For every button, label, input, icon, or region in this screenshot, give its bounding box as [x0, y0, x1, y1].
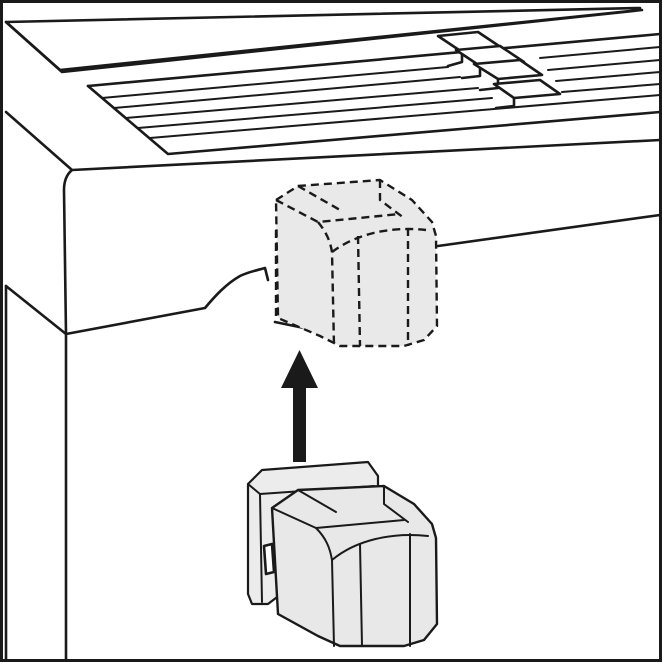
ghost-top-front-edge [275, 198, 401, 224]
bracket-plate-inner-edge [259, 493, 263, 603]
lid-rear-bevel [4, 8, 644, 74]
ghost-front-crease-1 [356, 235, 362, 347]
slat-1a [101, 66, 449, 99]
front-panel-seam [4, 266, 270, 336]
slat-4a [137, 97, 493, 129]
vent-frame-top [86, 32, 662, 88]
slat-2a [113, 76, 461, 109]
ghost-top-rib [378, 180, 405, 219]
front-panel-right-seam [436, 213, 662, 248]
slat-4b [561, 83, 661, 93]
vent-slats [86, 30, 662, 156]
arrow-head [281, 350, 318, 388]
slat-knob-3 [472, 58, 544, 81]
slat-5 [149, 94, 661, 139]
up-arrow-icon [281, 350, 318, 462]
slat-3a [125, 87, 479, 119]
appliance-top-corner [4, 6, 662, 662]
block-front-crease-1 [359, 543, 363, 647]
lid-back-edge [4, 6, 642, 72]
ghost-outline [274, 178, 439, 348]
block-front-top-curve [331, 534, 429, 561]
slat-2b [547, 59, 661, 71]
slat-knob-4 [492, 78, 562, 100]
bracket-clip [262, 542, 276, 576]
bracket-part [246, 460, 439, 648]
slat-3b [555, 71, 661, 82]
bracket-block [270, 484, 439, 648]
ghost-front-top-curve [331, 227, 427, 253]
slat-knob-2-side [460, 64, 482, 80]
arrow-shaft [293, 384, 306, 462]
slat-1b [539, 46, 661, 59]
block-top-back-edge [297, 489, 337, 513]
ghost-top-back-edge [297, 184, 341, 212]
cabinet-front-corner [62, 168, 74, 336]
slat-knob-4-side [494, 96, 516, 110]
ghost-target-part [274, 178, 439, 348]
block-top-rib [383, 485, 409, 523]
